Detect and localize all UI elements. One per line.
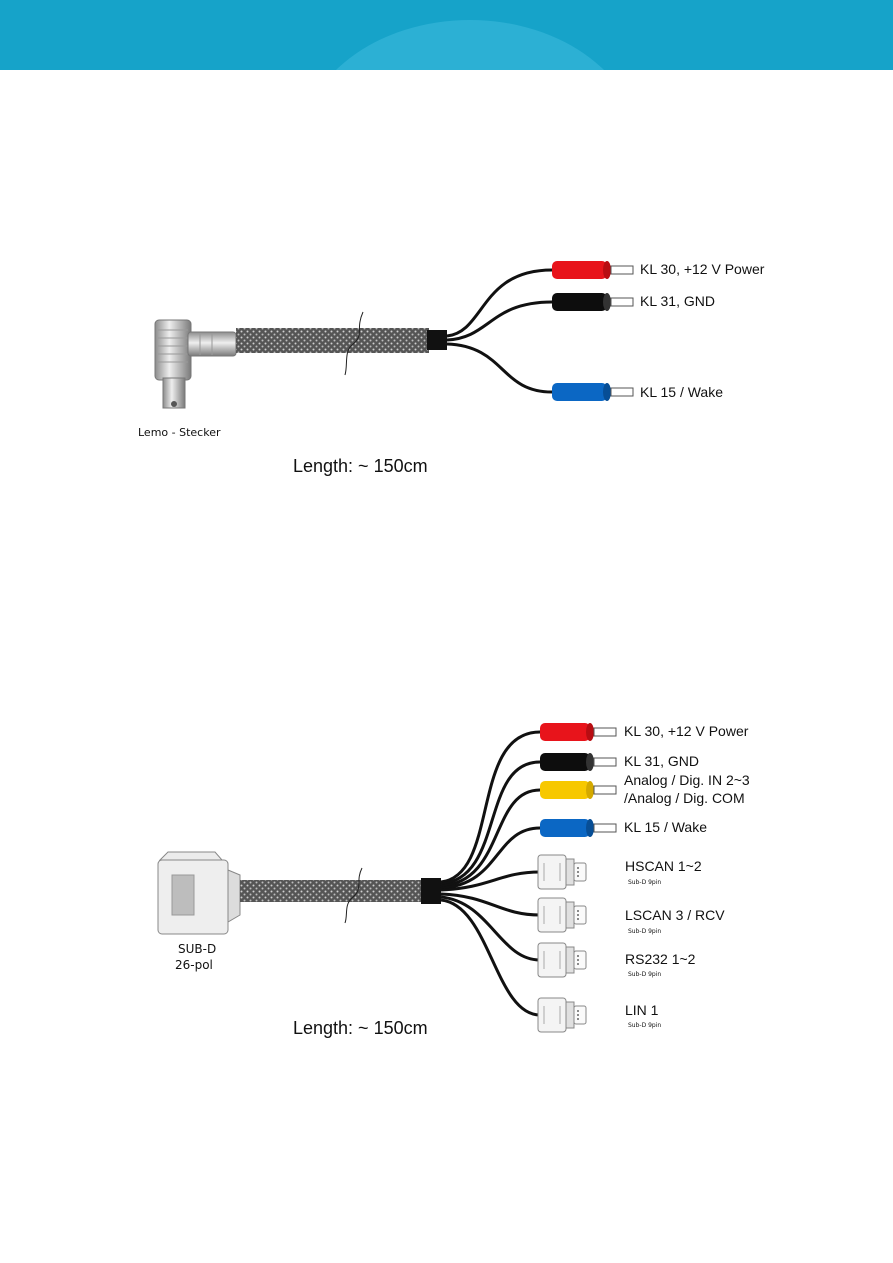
plug-kl15-label: KL 15 / Wake xyxy=(640,384,723,400)
plug-analog xyxy=(540,781,617,799)
subd-hscan-sublabel: Sub-D 9pin xyxy=(628,879,661,886)
wires xyxy=(446,268,553,394)
plug-kl31 xyxy=(552,293,634,311)
length-label: Length: ~ 150cm xyxy=(293,1018,428,1038)
length-label: Length: ~ 150cm xyxy=(293,456,428,476)
plug-analog-label-line2: /Analog / Dig. COM xyxy=(624,790,745,806)
plug-kl30-label: KL 30, +12 V Power xyxy=(640,261,765,277)
plug-kl15 xyxy=(540,819,617,837)
header-decor-circle xyxy=(336,20,604,70)
subd-26pol-connector-icon xyxy=(157,851,241,935)
plug-kl30 xyxy=(552,261,634,279)
plug-kl15-label: KL 15 / Wake xyxy=(624,819,707,835)
plug-kl30 xyxy=(540,723,617,741)
subd-rs232-sublabel: Sub-D 9pin xyxy=(628,971,661,978)
wires xyxy=(440,730,541,1017)
subd-lscan-sublabel: Sub-D 9pin xyxy=(628,928,661,935)
header-graphic xyxy=(0,0,893,70)
cable-splitter xyxy=(421,878,441,904)
subd-hscan-label: HSCAN 1~2 xyxy=(625,858,702,874)
subd9-connector-icon xyxy=(537,897,587,933)
subd-rs232-label: RS232 1~2 xyxy=(625,951,696,967)
plug-kl30-body xyxy=(552,261,607,279)
plug-kl31-label: KL 31, GND xyxy=(640,293,715,309)
cable-splitter xyxy=(427,330,447,350)
plug-kl30-label: KL 30, +12 V Power xyxy=(624,723,749,739)
lemo-connector-icon xyxy=(154,319,237,409)
braided-cable xyxy=(240,880,423,902)
subd-cable-diagram: KL 30, +12 V Power KL 31, GND Analog / D… xyxy=(157,723,750,1038)
lemo-connector-label: Lemo - Stecker xyxy=(138,426,221,439)
subd-lin-sublabel: Sub-D 9pin xyxy=(628,1022,661,1029)
header-band xyxy=(0,0,893,70)
plug-kl15 xyxy=(552,383,634,401)
subd9-connector-icon xyxy=(537,997,587,1033)
subd-lscan-label: LSCAN 3 / RCV xyxy=(625,907,725,923)
subd9-connector-icon xyxy=(537,854,587,890)
lemo-cable-diagram: KL 30, +12 V Power KL 31, GND KL 15 / Wa… xyxy=(138,261,765,476)
plug-kl31-label: KL 31, GND xyxy=(624,753,699,769)
braided-cable xyxy=(236,328,429,353)
length-break-mark xyxy=(344,867,363,924)
plug-analog-label-line1: Analog / Dig. IN 2~3 xyxy=(624,772,750,788)
subd-connector-label-line1: SUB-D xyxy=(178,942,216,956)
subd-lin-label: LIN 1 xyxy=(625,1002,659,1018)
length-break-mark xyxy=(344,311,364,376)
plug-kl31 xyxy=(540,753,617,771)
subd9-connector-icon xyxy=(537,942,587,978)
subd-connector-label-line2: 26-pol xyxy=(175,958,213,972)
